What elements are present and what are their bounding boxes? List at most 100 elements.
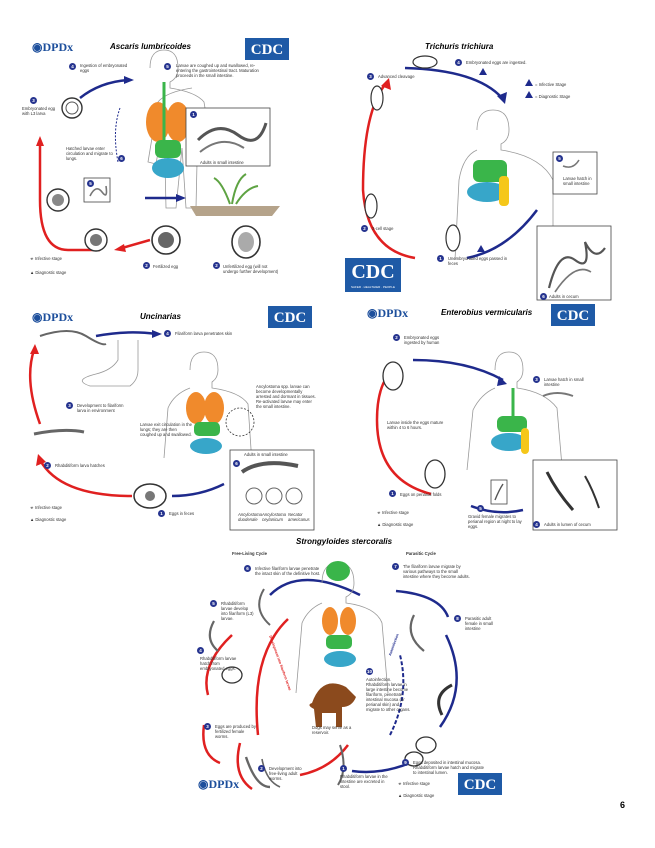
egg-ingested [412, 55, 438, 69]
egg-2cell [364, 193, 378, 219]
filariform-larva [39, 330, 107, 346]
label-step4: Filariform larva penetrates skin [175, 331, 233, 336]
adult-female [437, 683, 453, 716]
legend-infective: ☣ Infective stage [30, 505, 62, 510]
human-body-outline [466, 351, 564, 479]
panel-uncinarias: ◉DPDx Uncinarias CDC 4 Filariform larva … [0, 300, 327, 535]
legend-diagnostic: ▲ Diagnostic stage [398, 793, 435, 798]
label-step10: Autoinfection. Rhabditiform larvae in la… [366, 677, 411, 712]
label-dog: Dogs may serve as a reservoir. [312, 725, 352, 735]
trichuris-diagram [361, 55, 612, 301]
panel-title: Trichuris trichiura [425, 42, 494, 51]
cdc-logo: CDC [458, 773, 502, 795]
legend-diagnostic: ▲ Diagnostic stage [30, 270, 67, 275]
free-cycle-arrow-2 [205, 634, 233, 696]
label-step4: Embryonated eggs are ingested. [466, 60, 527, 65]
egg-free [221, 666, 243, 684]
label-step2: Development into free-living adult worms… [269, 766, 302, 781]
uncinarias-diagram [28, 330, 315, 531]
panel-title: Enterobius vermicularis [441, 308, 533, 317]
label-step8: Parasitic adult female in small intestin… [465, 616, 493, 631]
label-step3: Eggs are produced by fertilized female w… [215, 724, 256, 739]
dog-reservoir [309, 683, 356, 727]
adults-cecum-box [536, 225, 612, 301]
intestine [194, 422, 220, 436]
label-step4: Ingestion of embryonated eggs [80, 63, 128, 73]
intestine [497, 416, 527, 432]
page-number: 6 [619, 800, 625, 810]
egg-mucosa [415, 736, 437, 754]
panel-strongyloides: Strongyloides stercoralis Free-Living Cy… [0, 535, 655, 815]
panel-title: Uncinarias [140, 312, 181, 321]
label-step1: Adults in small intestine [200, 160, 244, 165]
label-step5: Gravid female migrates to perianal regio… [468, 514, 522, 529]
cdc-logo: CDC SAFER · HEALTHIER · PEOPLE [345, 258, 401, 292]
label-note: Ancylostoma spp. larvae can become devel… [256, 384, 316, 409]
egg-unembryonated [445, 224, 461, 252]
legend-diagnostic: ▲ Diagnostic stage [30, 517, 67, 522]
soil [190, 206, 280, 216]
label-step1: Rhabditiform larvae in the intestine are… [340, 774, 388, 789]
label-step1: Eggs on perianal folds [400, 492, 442, 497]
strongyloides-diagram [202, 561, 458, 791]
egg-advanced [370, 85, 384, 111]
panel-title: Strongyloides stercoralis [296, 537, 393, 546]
cycle-arrow-red-2 [121, 238, 151, 250]
free-cycle-arrow [255, 618, 289, 736]
label-step3: Development to filariform larva in envir… [77, 403, 124, 413]
label-step6: Hatched larvae enter circulation and mig… [66, 146, 113, 161]
egg-embryonated [61, 97, 83, 119]
legend-infective-eq: = Infective Stage [535, 82, 567, 87]
label-step4: Rhabditiform larvae hatch from embryonat… [200, 656, 237, 671]
cycle-arrow-blue [404, 66, 503, 99]
cycle-arrow-red [38, 140, 100, 252]
label-step6: Infective filariform larvae penetrate th… [255, 566, 321, 576]
dpdx-logo: ◉DPDx [198, 777, 240, 791]
cdc-logo: CDC [551, 304, 595, 326]
larva [542, 392, 574, 397]
cycle-arrow-blue [79, 78, 129, 99]
label-step1: Unembryonated eggs passed in feces [448, 256, 508, 266]
lungs [322, 607, 338, 635]
label-step1: Eggs in feces [169, 511, 195, 516]
cycle-arrow-red [375, 369, 432, 496]
adults-box [532, 459, 618, 531]
rhabditiform-larva [33, 428, 85, 436]
cycle-arrow-red-2 [28, 349, 42, 425]
species-3: Necator americanus [288, 512, 310, 522]
dpdx-logo: ◉DPDx [32, 310, 74, 324]
dpdx-logo: ◉DPDx [367, 306, 409, 320]
label-step5: Larvae hatch in small intestine [563, 176, 592, 186]
foot [82, 340, 139, 387]
legend-diagnostic-eq: = Diagnostic Stage [535, 94, 571, 99]
panel-title: Ascaris lumbricoides [110, 42, 191, 51]
human-body-outline [163, 351, 253, 465]
label-step6: Adults in cecum [549, 294, 579, 299]
legend-infective: ☣ Infective stage [30, 256, 62, 261]
label-step5: Larvae are coughed up and swallowed, re-… [176, 63, 259, 78]
human-body-outline [454, 109, 554, 261]
intestine [326, 635, 352, 649]
label-step2: Rhabditiform larva hatches [55, 463, 105, 468]
intestine [155, 140, 181, 158]
label-free-cycle: Free-Living Cycle [232, 551, 267, 556]
cycle-arrow-blue-2 [466, 209, 538, 260]
label-step6: Larvae inside the eggs mature within 4 t… [387, 420, 444, 430]
label-step3: Embryonated egg with L3 larva [22, 106, 56, 116]
label-fertilized: Fertilized egg [153, 264, 179, 269]
filariform-larva [258, 588, 271, 626]
plant [213, 173, 259, 205]
label-unfertilized: Unfertilized egg (will not undergo furth… [223, 264, 279, 274]
label-step6: Adults in small intestine [244, 452, 288, 457]
panel-enterobius: ◉DPDx Enterobius vermicularis CDC 2 Embr… [327, 300, 655, 535]
cdc-logo: CDC [245, 38, 289, 60]
legend-diagnostic: ▲ Diagnostic stage [377, 522, 414, 527]
parasitic-arrow [395, 589, 450, 618]
autoinfection-arrow [389, 654, 405, 736]
species-1: Ancylostoma duodenale [238, 512, 262, 522]
label-step3: Advanced cleavage [378, 74, 415, 79]
label-step2: 2-cell stage [372, 226, 394, 231]
label-step3: Larvae hatch in small intestine [544, 377, 584, 387]
ascaris-diagram [36, 49, 280, 259]
egg-ingested [382, 361, 404, 391]
